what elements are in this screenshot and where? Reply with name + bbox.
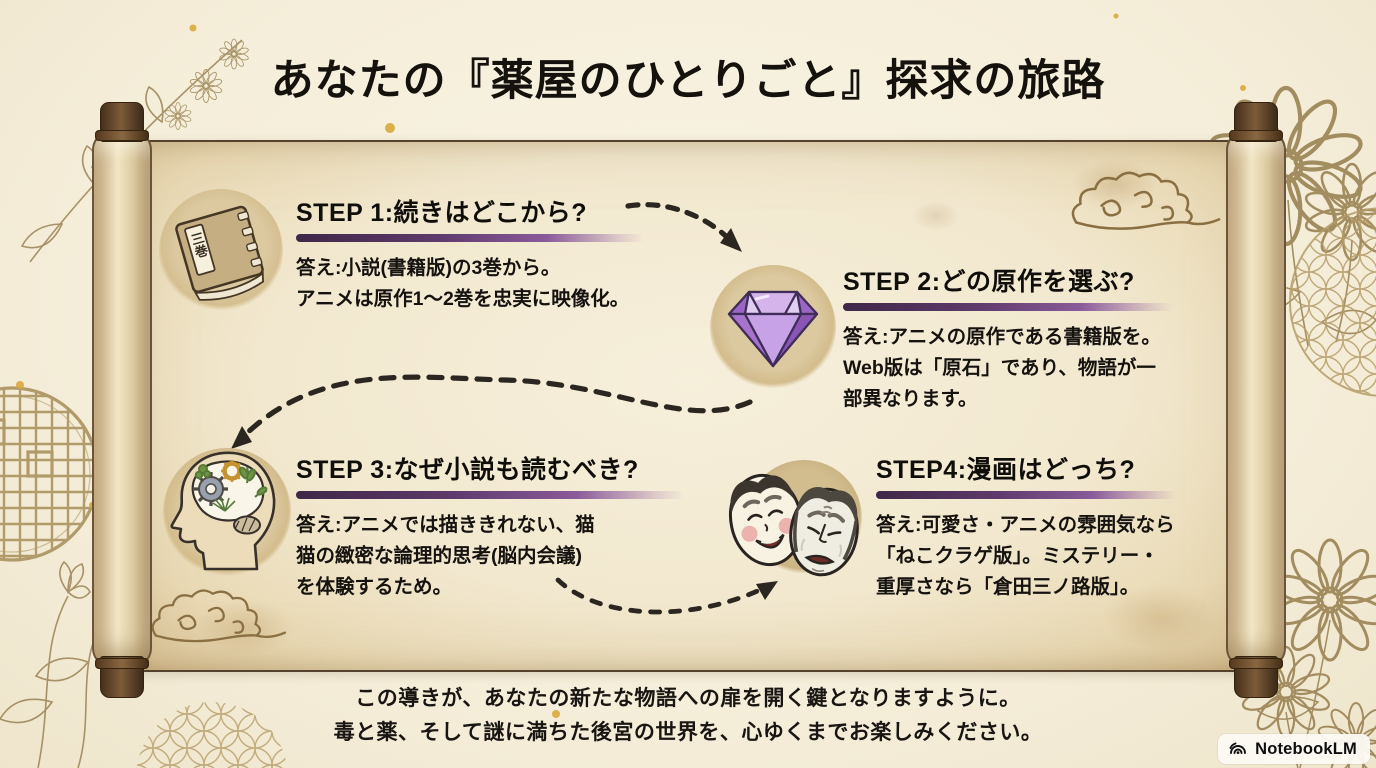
shippo-pattern-right: [1289, 207, 1376, 397]
cloud-motif-bottom-left: [151, 589, 287, 643]
step-1-heading: STEP 1:続きはどこから?: [296, 199, 588, 227]
brain-icon: [154, 438, 300, 589]
dashed-arrow-step1-to-gem: [625, 202, 742, 252]
notebooklm-logo-icon: [1229, 742, 1247, 754]
sad-mask: [789, 487, 859, 577]
badge-label: NotebookLM: [1255, 739, 1357, 758]
step-4-heading: STEP4:漫画はどっち?: [876, 456, 1136, 484]
step-2-heading: STEP 2:どの原作を選ぶ?: [843, 268, 1135, 296]
happy-mask: [729, 473, 803, 567]
step-3-answer: 答え:アニメでは描ききれない、猫 猫の緻密な論理的思考(脳内会議) を体験するた…: [296, 514, 595, 599]
noh-masks-icon: [706, 434, 878, 611]
dashed-arrow-gem-to-step3: [231, 374, 753, 449]
gem-icon: [704, 262, 842, 405]
page-title: あなたの『薬屋のひとりごと』探求の旅路: [270, 56, 1106, 106]
step-4-answer: 答え:可愛さ・アニメの雰囲気なら 「ねこクラゲ版」。ミステリー・ 重厚さなら「倉…: [876, 514, 1175, 599]
dashed-arrow-step3-to-masks: [555, 577, 778, 615]
step-3-heading: STEP 3:なぜ小説も読むべき?: [296, 456, 639, 484]
purple-brush-underline: [843, 303, 1173, 311]
step-2: STEP 2:どの原作を選ぶ? 答え:アニメの原作である書籍版を。 Web版は「…: [843, 262, 1173, 416]
purple-brush-underline: [876, 491, 1176, 499]
purple-brush-underline: [296, 491, 684, 499]
cloud-motif-top-right: [1071, 171, 1221, 230]
step-4: STEP4:漫画はどっち? 答え:可愛さ・アニメの雰囲気なら 「ねこクラゲ版」。…: [876, 450, 1176, 604]
step-3: STEP 3:なぜ小説も読むべき? 答え:アニメでは描ききれない、猫 猫の緻密な…: [296, 450, 684, 604]
book-icon: 三巻: [156, 186, 286, 321]
scroll-roller-right: [1226, 102, 1286, 698]
step-1-answer: 答え:小説(書籍版)の3巻から。 アニメは原作1〜2巻を忠実に映像化。: [296, 257, 630, 311]
scroll-roller-left: [92, 102, 152, 698]
scroll-paper: [132, 140, 1250, 672]
step-1: STEP 1:続きはどこから? 答え:小説(書籍版)の3巻から。 アニメは原作1…: [296, 193, 644, 315]
step-2-answer: 答え:アニメの原作である書籍版を。 Web版は「原石」であり、物語が一 部異なり…: [843, 326, 1161, 411]
closing-message: この導きが、あなたの新たな物語への扉を開く鍵となりますように。 毒と薬、そして謎…: [333, 687, 1043, 745]
purple-brush-underline: [296, 234, 644, 242]
notebooklm-badge: NotebookLM: [1218, 734, 1370, 764]
shippo-pattern-bottom: [136, 702, 288, 768]
